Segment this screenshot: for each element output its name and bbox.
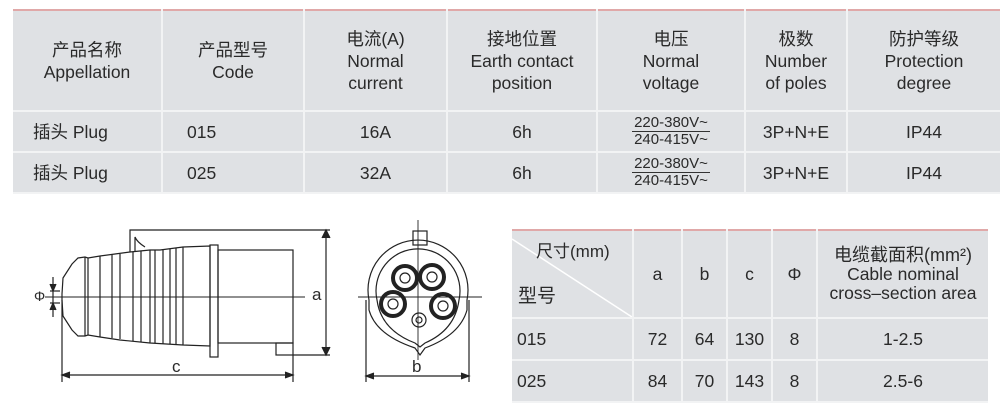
cell-b: 70	[682, 360, 728, 403]
cell-name: 插头 Plug	[13, 111, 163, 153]
table-row: 025 84 70 143 8 2.5-6	[512, 360, 988, 403]
cell-phi: 8	[772, 318, 818, 361]
cell-poles: 3P+N+E	[745, 152, 848, 194]
cell-code: 015	[162, 111, 305, 153]
table-row: 插头 Plug 025 32A 6h 220-380V~240-415V~ 3P…	[13, 152, 1000, 194]
header-phi: Φ	[772, 230, 818, 319]
cell-code: 025	[512, 360, 634, 403]
cell-voltage: 220-380V~240-415V~	[597, 152, 746, 194]
cell-cable: 1-2.5	[817, 318, 988, 361]
cell-voltage: 220-380V~240-415V~	[597, 111, 746, 153]
cell-protection: IP44	[847, 152, 1000, 194]
corner-header: 尺寸(mm) 型号	[512, 230, 634, 319]
table-row: 015 72 64 130 8 1-2.5	[512, 318, 988, 361]
plug-technical-drawing: a c b Φ	[0, 200, 500, 407]
cell-b: 64	[682, 318, 728, 361]
cell-protection: IP44	[847, 111, 1000, 153]
cell-phi: 8	[772, 360, 818, 403]
cell-code: 015	[512, 318, 634, 361]
cell-earth: 6h	[447, 152, 598, 194]
cell-poles: 3P+N+E	[745, 111, 848, 153]
size-label: 尺寸(mm)	[536, 242, 610, 261]
header-a: a	[633, 230, 683, 319]
cell-current: 32A	[304, 152, 448, 194]
cell-name: 插头 Plug	[13, 152, 163, 194]
header-b: b	[682, 230, 728, 319]
header-c: c	[727, 230, 773, 319]
cell-a: 72	[633, 318, 683, 361]
table-row: 插头 Plug 015 16A 6h 220-380V~240-415V~ 3P…	[13, 111, 1000, 153]
cell-code: 025	[162, 152, 305, 194]
model-label: 型号	[518, 286, 557, 307]
dimension-label-a: a	[312, 285, 322, 304]
dimension-table-header: 尺寸(mm) 型号 a b c Φ 电缆截面积(mm²)Cable nomina…	[512, 230, 988, 319]
cell-c: 130	[727, 318, 773, 361]
dimension-label-c: c	[172, 357, 181, 376]
cell-c: 143	[727, 360, 773, 403]
cell-a: 84	[633, 360, 683, 403]
plug-side-and-front-view	[45, 220, 482, 382]
cell-current: 16A	[304, 111, 448, 153]
dimension-table: 尺寸(mm) 型号 a b c Φ 电缆截面积(mm²)Cable nomina…	[512, 229, 988, 403]
diagonal-divider	[512, 238, 632, 317]
cell-earth: 6h	[447, 111, 598, 153]
cell-cable: 2.5-6	[817, 360, 988, 403]
dimension-label-b: b	[412, 357, 422, 376]
dimension-label-phi: Φ	[34, 288, 46, 304]
